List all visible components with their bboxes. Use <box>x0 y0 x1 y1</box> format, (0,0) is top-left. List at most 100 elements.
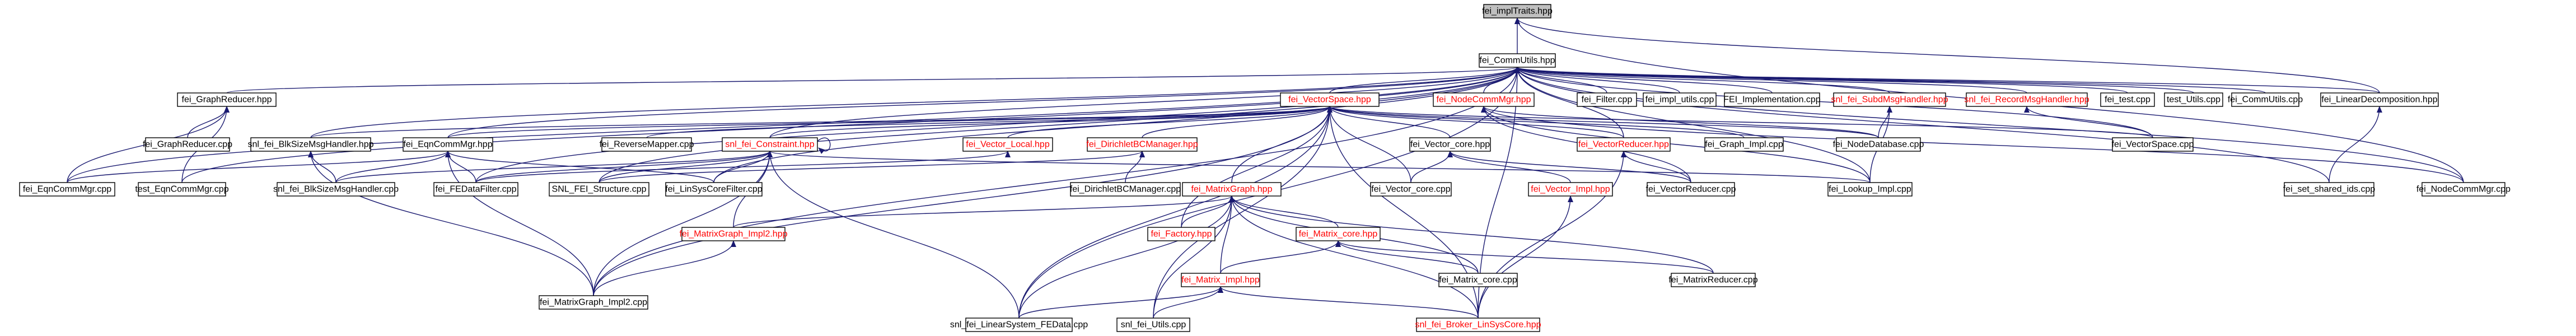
node-fei-vectorreducer-cpp[interactable]: fei_VectorReducer.cpp <box>1646 182 1736 197</box>
node-fei-dirichletbcmanager-hpp[interactable]: fei_DirichletBCManager.hpp <box>1086 137 1198 152</box>
dependency-edge <box>310 67 1520 138</box>
dependency-edge <box>335 151 451 183</box>
dependency-edge <box>1447 151 1691 183</box>
node-fei-reversemapper-cpp[interactable]: fei_ReverseMapper.cpp <box>600 137 694 152</box>
node-fei-eqncommmgr-hpp[interactable]: fei_EqnCommMgr.hpp <box>403 137 493 152</box>
node-snl-fei-recordmsghandler-hpp[interactable]: snl_fei_RecordMsgHandler.hpp <box>1964 92 2089 107</box>
node-box <box>1836 137 1921 152</box>
dependency-edge <box>1514 67 1773 94</box>
node-label: fei_Matrix_core.cpp <box>1439 276 1517 285</box>
dependency-edge <box>646 106 1333 138</box>
dependency-edge <box>1018 286 1223 319</box>
node-fei-lineardecomposition-hpp[interactable]: fei_LinearDecomposition.hpp <box>2320 92 2439 107</box>
node-fei-filter-cpp[interactable]: fei_Filter.cpp <box>1577 92 1637 107</box>
node-box <box>665 182 763 197</box>
node-fei-set-shared-ids-cpp[interactable]: fei_set_shared_ids.cpp <box>2283 182 2376 197</box>
dependency-edge <box>1327 106 1451 138</box>
node-fei-impltraits-hpp: fei_implTraits.hpp <box>1482 4 1553 18</box>
node-fei-commutils-cpp[interactable]: fei_CommUtils.cpp <box>2228 92 2303 107</box>
node-fei-matrix-core-hpp[interactable]: fei_Matrix_core.hpp <box>1296 227 1381 241</box>
dependency-edge <box>1335 240 1479 274</box>
node-fei-eqncommmgr-cpp[interactable]: fei_EqnCommMgr.cpp <box>19 182 115 197</box>
node-snl-fei-blksizemsghandler-hpp[interactable]: snl_fei_BlkSizeMsgHandler.hpp <box>247 137 374 152</box>
node-fei-dirichletbcmanager-cpp[interactable]: fei_DirichletBCManager.cpp <box>1070 182 1181 197</box>
node-snl-fei-blksizemsghandler-cpp[interactable]: snl_fei_BlkSizeMsgHandler.cpp <box>273 182 399 197</box>
node-fei-fedatafilter-cpp[interactable]: fei_FEDataFilter.cpp <box>433 182 518 197</box>
node-label: fei_GraphReducer.cpp <box>143 140 232 150</box>
node-label: SNL_FEI_Structure.cpp <box>552 185 647 194</box>
node-box <box>2164 92 2223 107</box>
node-snl-fei-constraint-hpp[interactable]: snl_fei_Constraint.hpp <box>722 137 818 152</box>
node-label: fei_Matrix_Impl.hpp <box>1181 276 1260 285</box>
node-fei-graph-impl-cpp[interactable]: fei_Graph_Impl.cpp <box>1704 137 1784 152</box>
node-label: snl_fei_RecordMsgHandler.hpp <box>1964 95 2089 105</box>
node-fei-nodecommmgr-cpp[interactable]: fei_NodeCommMgr.cpp <box>2416 182 2510 197</box>
node-label: fei_Lookup_Impl.cpp <box>1829 185 1911 194</box>
node-fei-vectorreducer-hpp[interactable]: fei_VectorReducer.hpp <box>1577 137 1671 152</box>
dependency-edge <box>769 106 1333 138</box>
dependency-edge <box>1514 67 2027 94</box>
dependency-edge <box>1018 195 1235 319</box>
node-test-eqncommmgr-cpp[interactable]: test_EqnCommMgr.cpp <box>135 182 229 197</box>
node-fei-matrixgraph-impl2-hpp[interactable]: fei_MatrixGraph_Impl2.hpp <box>680 227 788 241</box>
node-fei-vector-core-hpp[interactable]: fei_Vector_core.hpp <box>1409 137 1491 152</box>
node-label: fei_ReverseMapper.cpp <box>600 140 694 150</box>
dependency-edge <box>767 151 1871 183</box>
node-box <box>2100 92 2155 107</box>
node-fei-factory-hpp[interactable]: fei_Factory.hpp <box>1147 227 1215 241</box>
node-fei-graphreducer-hpp[interactable]: fei_GraphReducer.hpp <box>177 92 277 107</box>
node-box <box>2421 182 2505 197</box>
node-box <box>681 227 786 241</box>
node-fei-linsyscorefilter-cpp[interactable]: fei_LinSysCoreFilter.cpp <box>665 182 763 197</box>
node-box <box>1433 92 1535 107</box>
node-fei-vector-core-cpp[interactable]: fei_Vector_core.cpp <box>1370 182 1452 197</box>
node-fei-test-cpp[interactable]: fei_test.cpp <box>2100 92 2155 107</box>
node-fei-commutils-hpp[interactable]: fei_CommUtils.hpp <box>1479 53 1556 68</box>
node-box <box>1409 137 1491 152</box>
node-box <box>1577 92 1637 107</box>
node-snl-fei-utils-cpp[interactable]: snl_fei_Utils.cpp <box>1116 318 1190 332</box>
node-box <box>549 182 649 197</box>
dependency-edge <box>1514 67 1890 94</box>
dependency-edge <box>1621 151 1691 183</box>
node-fei-nodedatabase-cpp[interactable]: fei_NodeDatabase.cpp <box>1833 137 1924 152</box>
node-fei-impl-utils-cpp[interactable]: fei_impl_utils.cpp <box>1643 92 1717 107</box>
dependency-edge <box>1478 151 1626 319</box>
node-fei-lookup-impl-cpp[interactable]: fei_Lookup_Impl.cpp <box>1827 182 1913 197</box>
dependency-edge <box>1478 67 1520 319</box>
node-test-utils-cpp[interactable]: test_Utils.cpp <box>2164 92 2223 107</box>
node-fei-matrix-impl-hpp[interactable]: fei_Matrix_Impl.hpp <box>1181 273 1260 287</box>
node-label: fei_VectorSpace.cpp <box>2112 140 2194 150</box>
node-box <box>19 182 115 197</box>
node-fei-vectorspace-cpp[interactable]: fei_VectorSpace.cpp <box>2112 137 2194 152</box>
node-label: fei_Vector_core.cpp <box>1371 185 1451 194</box>
dependency-edge <box>445 151 714 183</box>
dependency-edge <box>308 151 336 183</box>
node-box <box>1280 92 1380 107</box>
node-fei-nodecommmgr-hpp[interactable]: fei_NodeCommMgr.hpp <box>1433 92 1535 107</box>
node-fei-implementation-cpp[interactable]: FEI_Implementation.cpp <box>1723 92 1821 107</box>
node-box <box>250 137 371 152</box>
dependency-edge <box>447 67 1520 138</box>
node-label: fei_test.cpp <box>2105 95 2150 105</box>
node-box <box>1704 137 1784 152</box>
node-fei-matrixgraph-impl2-cpp[interactable]: fei_MatrixGraph_Impl2.cpp <box>539 295 648 310</box>
node-snl-fei-subdmsghandler-hpp[interactable]: snl_fei_SubdMsgHandler.hpp <box>1831 92 1948 107</box>
node-fei-matrixreducer-cpp[interactable]: fei_MatrixReducer.cpp <box>1668 273 1758 287</box>
node-fei-vectorspace-hpp[interactable]: fei_VectorSpace.hpp <box>1280 92 1380 107</box>
node-label: fei_LinearDecomposition.hpp <box>2321 95 2437 105</box>
node-fei-matrixgraph-hpp[interactable]: fei_MatrixGraph.hpp <box>1182 182 1282 197</box>
node-snl-fei-linearsystem-fedata-cpp[interactable]: snl_fei_LinearSystem_FEData.cpp <box>950 318 1088 332</box>
node-fei-vector-local-hpp[interactable]: fei_Vector_Local.hpp <box>962 137 1053 152</box>
dependency-edge <box>1153 286 1223 319</box>
dependency-edge <box>1481 106 1871 183</box>
node-box <box>1182 182 1282 197</box>
node-fei-graphreducer-cpp[interactable]: fei_GraphReducer.cpp <box>143 137 232 152</box>
node-snl-fei-broker-linsyscore-hpp[interactable]: snl_fei_Broker_LinSysCore.hpp <box>1415 318 1541 332</box>
node-snl-fei-structure-cpp[interactable]: SNL_FEI_Structure.cpp <box>549 182 649 197</box>
node-fei-vector-impl-hpp[interactable]: fei_Vector_Impl.hpp <box>1528 182 1613 197</box>
dependency-edge <box>475 151 773 183</box>
node-fei-matrix-core-cpp[interactable]: fei_Matrix_core.cpp <box>1438 273 1518 287</box>
node-label: fei_implTraits.hpp <box>1482 7 1553 16</box>
